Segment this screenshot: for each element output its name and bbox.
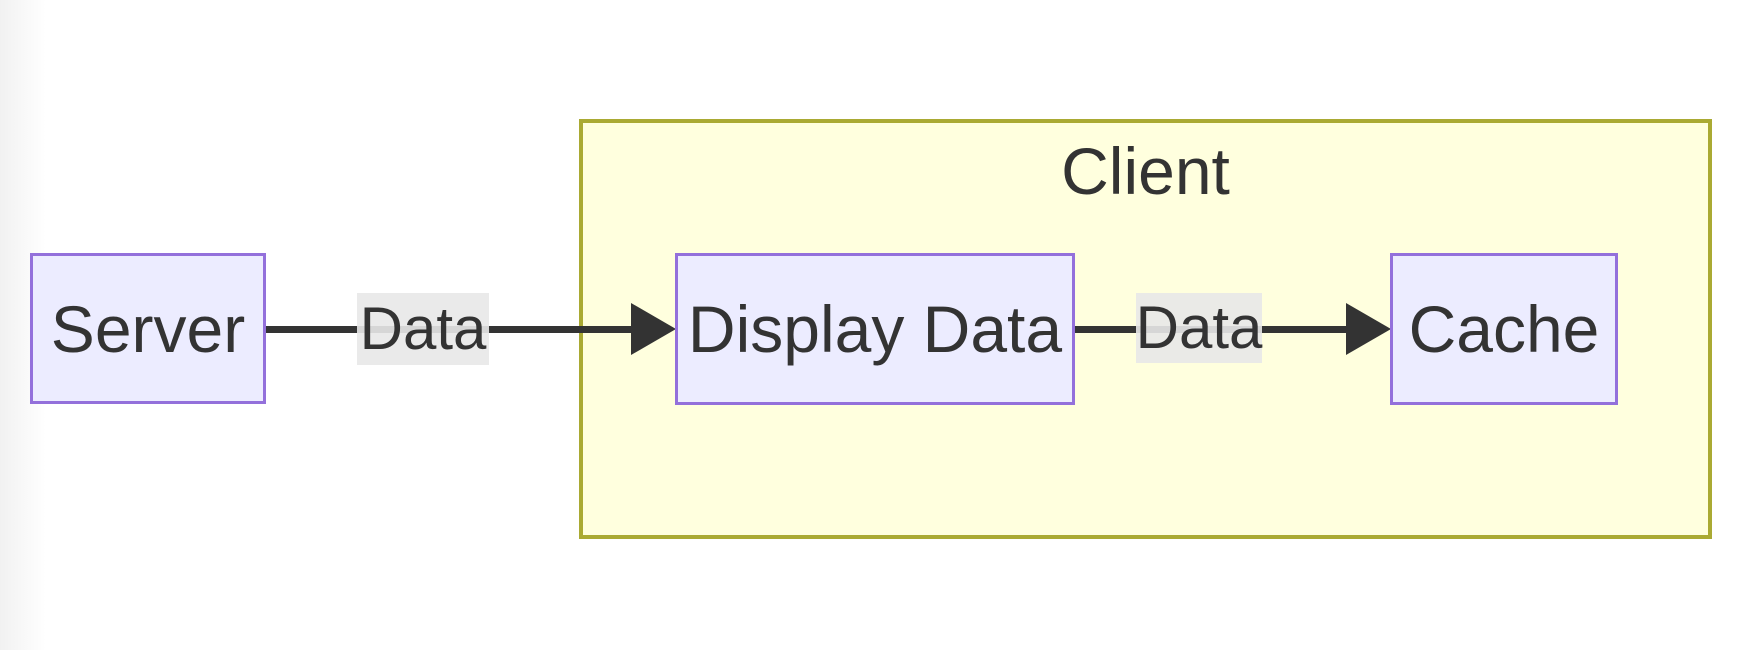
node-cache-label: Cache [1408,292,1600,366]
node-display-data: Display Data [675,253,1075,405]
edge-label-text: Data [359,295,487,362]
arrowhead-icon [631,303,676,355]
node-cache: Cache [1390,253,1618,405]
edge-label-server-to-display: Data [357,293,489,365]
subgraph-client-title: Client [1061,134,1230,208]
node-server: Server [30,253,266,404]
arrowhead-icon [1346,303,1391,355]
node-server-label: Server [50,291,246,366]
edge-label-display-to-cache: Data [1136,293,1262,363]
edge-label-text: Data [1135,294,1263,361]
node-display-data-label: Display Data [687,292,1063,366]
